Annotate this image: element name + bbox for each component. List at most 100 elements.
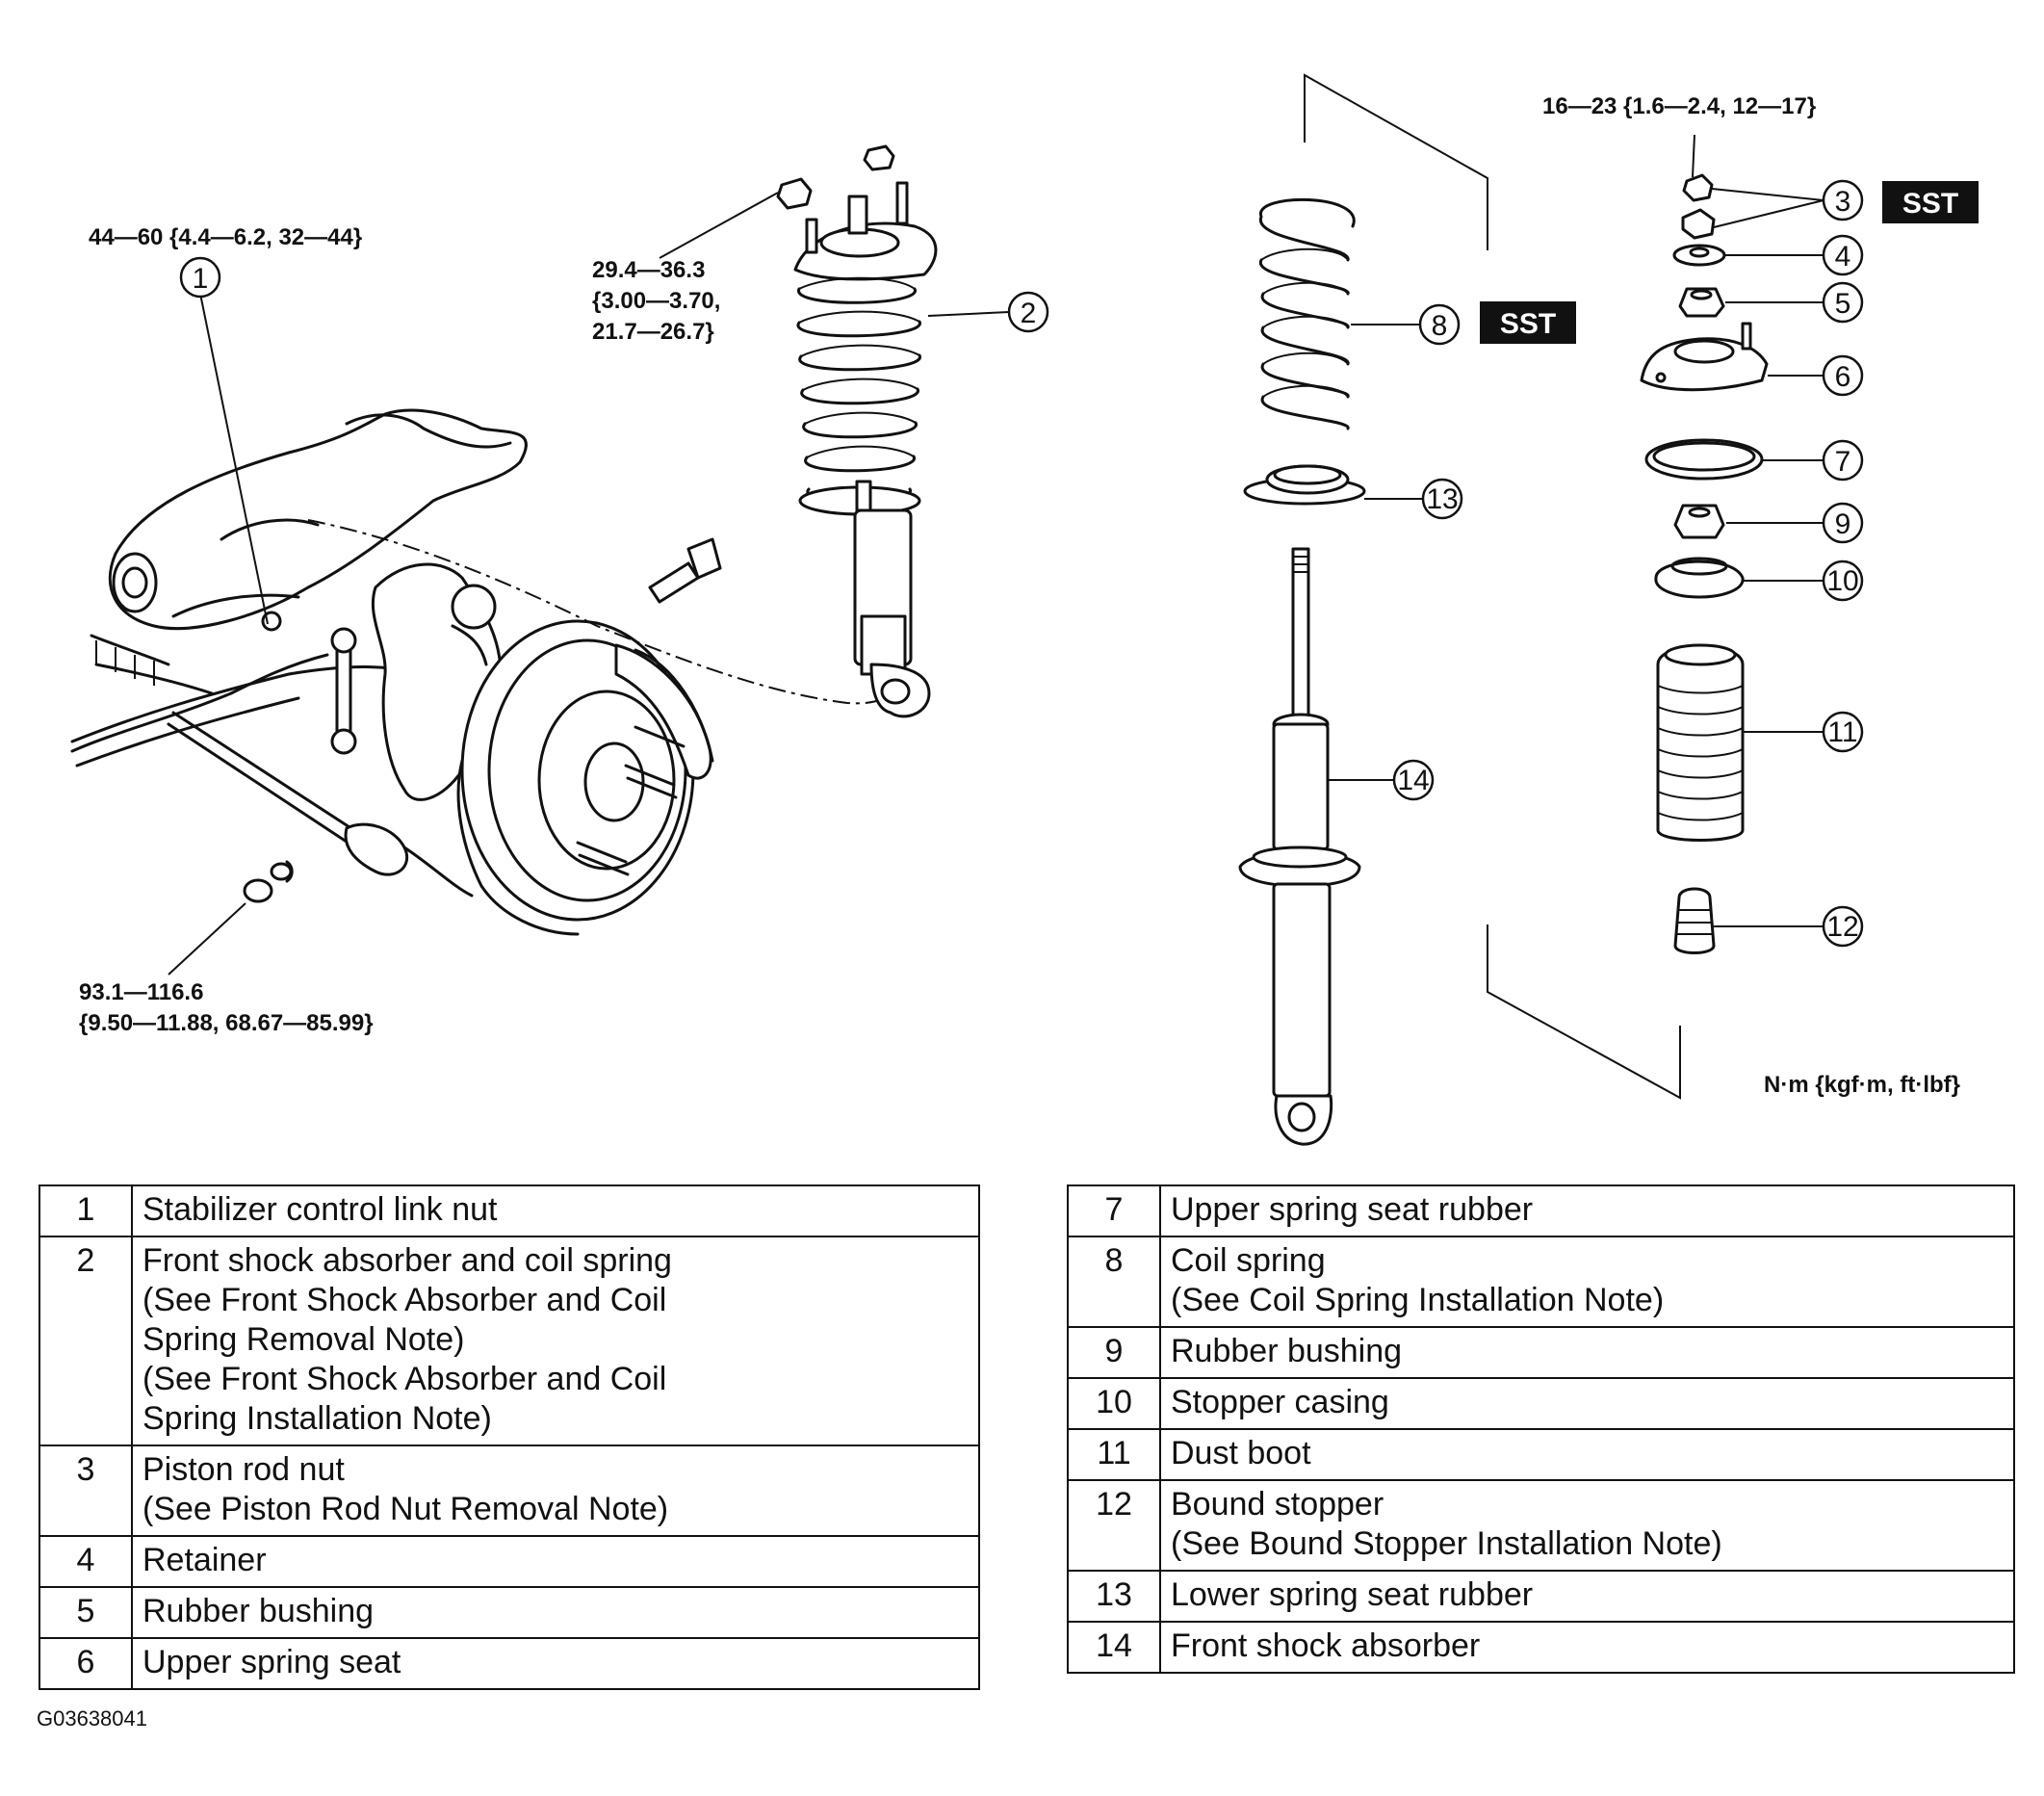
callout-3: 3 bbox=[1822, 179, 1864, 221]
part-description-line: Lower spring seat rubber bbox=[1171, 1576, 1534, 1613]
callout-10: 10 bbox=[1822, 560, 1864, 602]
torque-spec-lower-nut-line2: {9.50—11.88, 68.67—85.99} bbox=[79, 1010, 374, 1036]
callout-2: 2 bbox=[1007, 291, 1049, 333]
svg-text:11: 11 bbox=[1827, 716, 1857, 748]
dust-boot-drawing bbox=[1656, 643, 1745, 842]
part-description: Front shock absorber bbox=[1159, 1621, 2015, 1674]
shock-coil-assembly-drawing bbox=[776, 144, 938, 718]
callout-13: 13 bbox=[1421, 478, 1463, 520]
part-description: Front shock absorber and coil spring(See… bbox=[131, 1236, 980, 1446]
units-note: N·m {kgf·m, ft·lbf} bbox=[1764, 1072, 1960, 1098]
part-description-line: Front shock absorber bbox=[1171, 1627, 1481, 1664]
part-number: 4 bbox=[39, 1535, 133, 1588]
svg-text:7: 7 bbox=[1835, 446, 1851, 478]
part-description: Bound stopper(See Bound Stopper Installa… bbox=[1159, 1479, 2015, 1572]
callout-12: 12 bbox=[1822, 905, 1864, 948]
torque-spec-piston-nut: 16—23 {1.6—2.4, 12—17} bbox=[1542, 93, 1816, 119]
svg-text:6: 6 bbox=[1835, 361, 1851, 393]
exploded-view-diagram: 44—60 {4.4—6.2, 32—44} 29.4—36.3 {3.00—3… bbox=[70, 73, 1979, 1146]
upper-spring-seat-rubber-drawing bbox=[1644, 438, 1764, 481]
svg-text:9: 9 bbox=[1835, 508, 1851, 540]
part-description-line: Rubber bushing bbox=[1171, 1333, 1403, 1369]
part-description-line: Piston rod nut bbox=[142, 1451, 345, 1488]
part-number: 9 bbox=[1067, 1326, 1161, 1379]
table-row: 14 Front shock absorber bbox=[1067, 1621, 2015, 1674]
table-row: 11 Dust boot bbox=[1067, 1428, 2015, 1481]
part-description: Retainer bbox=[131, 1535, 980, 1588]
callout-8: 8 bbox=[1418, 303, 1461, 346]
callout-1: 1 bbox=[179, 256, 221, 299]
svg-text:4: 4 bbox=[1835, 241, 1851, 273]
callout-7: 7 bbox=[1822, 439, 1864, 482]
part-number: 8 bbox=[1067, 1236, 1161, 1328]
front-shock-absorber-drawing bbox=[1238, 547, 1361, 1146]
part-description-line: Upper spring seat bbox=[142, 1644, 401, 1680]
svg-text:3: 3 bbox=[1835, 186, 1851, 218]
stopper-casing-drawing bbox=[1654, 557, 1745, 599]
suspension-assembly-drawing bbox=[70, 408, 722, 936]
rubber-bushing-lower-drawing bbox=[1673, 504, 1725, 539]
part-description-line: Bound stopper bbox=[1171, 1486, 1384, 1523]
torque-spec-stabilizer-nut: 44—60 {4.4—6.2, 32—44} bbox=[89, 224, 362, 250]
table-row: 9 Rubber bushing bbox=[1067, 1326, 2015, 1379]
part-number: 1 bbox=[39, 1184, 133, 1237]
part-description-line: Spring Removal Note) bbox=[142, 1321, 465, 1358]
part-description: Dust boot bbox=[1159, 1428, 2015, 1481]
part-description: Upper spring seat bbox=[131, 1637, 980, 1690]
svg-text:13: 13 bbox=[1426, 483, 1458, 515]
lower-spring-seat-rubber-drawing bbox=[1243, 464, 1366, 506]
callout-14: 14 bbox=[1392, 759, 1435, 801]
callout-11: 11 bbox=[1822, 711, 1864, 753]
part-number: 7 bbox=[1067, 1184, 1161, 1237]
part-number: 13 bbox=[1067, 1570, 1161, 1623]
torque-spec-shock-upper-line2: {3.00—3.70, bbox=[592, 288, 720, 314]
part-description-line: Dust boot bbox=[1171, 1435, 1311, 1471]
part-number: 11 bbox=[1067, 1428, 1161, 1481]
torque-spec-shock-upper-line3: 21.7—26.7} bbox=[592, 319, 714, 345]
part-description-line: (See Coil Spring Installation Note) bbox=[1171, 1282, 1665, 1318]
part-description: Lower spring seat rubber bbox=[1159, 1570, 2015, 1623]
callout-6: 6 bbox=[1822, 354, 1864, 397]
torque-spec-lower-nut-line1: 93.1—116.6 bbox=[79, 979, 203, 1005]
part-description: Stopper casing bbox=[1159, 1377, 2015, 1430]
svg-text:SST: SST bbox=[1500, 308, 1556, 340]
coil-spring-drawing bbox=[1259, 197, 1356, 430]
figure-id: G03638041 bbox=[37, 1706, 147, 1731]
part-description: Coil spring(See Coil Spring Installation… bbox=[1159, 1236, 2015, 1328]
torque-spec-shock-upper-line1: 29.4—36.3 bbox=[592, 257, 705, 283]
piston-rod-nut-drawing bbox=[1681, 173, 1716, 240]
part-description: Stabilizer control link nut bbox=[131, 1184, 980, 1237]
callout-5: 5 bbox=[1822, 281, 1864, 324]
part-description-line: Stabilizer control link nut bbox=[142, 1191, 498, 1228]
part-description: Upper spring seat rubber bbox=[1159, 1184, 2015, 1237]
part-number: 6 bbox=[39, 1637, 133, 1690]
sst-badge-piston-nut: SST bbox=[1882, 181, 1979, 223]
callout-4: 4 bbox=[1822, 234, 1864, 276]
rubber-bushing-upper-drawing bbox=[1678, 287, 1725, 318]
part-number: 3 bbox=[39, 1445, 133, 1537]
svg-text:SST: SST bbox=[1902, 188, 1958, 220]
svg-text:14: 14 bbox=[1397, 765, 1429, 796]
part-number: 2 bbox=[39, 1236, 133, 1446]
retainer-drawing bbox=[1672, 244, 1726, 267]
svg-text:10: 10 bbox=[1826, 565, 1858, 597]
part-description-line: Stopper casing bbox=[1171, 1384, 1389, 1420]
part-description: Rubber bushing bbox=[131, 1586, 980, 1639]
part-description-line: (See Bound Stopper Installation Note) bbox=[1171, 1525, 1722, 1562]
svg-text:8: 8 bbox=[1432, 310, 1448, 342]
table-row: 13 Lower spring seat rubber bbox=[1067, 1570, 2015, 1623]
svg-text:1: 1 bbox=[193, 263, 209, 295]
part-description: Rubber bushing bbox=[1159, 1326, 2015, 1379]
upper-spring-seat-drawing bbox=[1640, 322, 1769, 392]
bound-stopper-drawing bbox=[1673, 887, 1716, 954]
part-number: 14 bbox=[1067, 1621, 1161, 1674]
callout-9: 9 bbox=[1822, 502, 1864, 544]
part-number: 12 bbox=[1067, 1479, 1161, 1572]
part-number: 5 bbox=[39, 1586, 133, 1639]
